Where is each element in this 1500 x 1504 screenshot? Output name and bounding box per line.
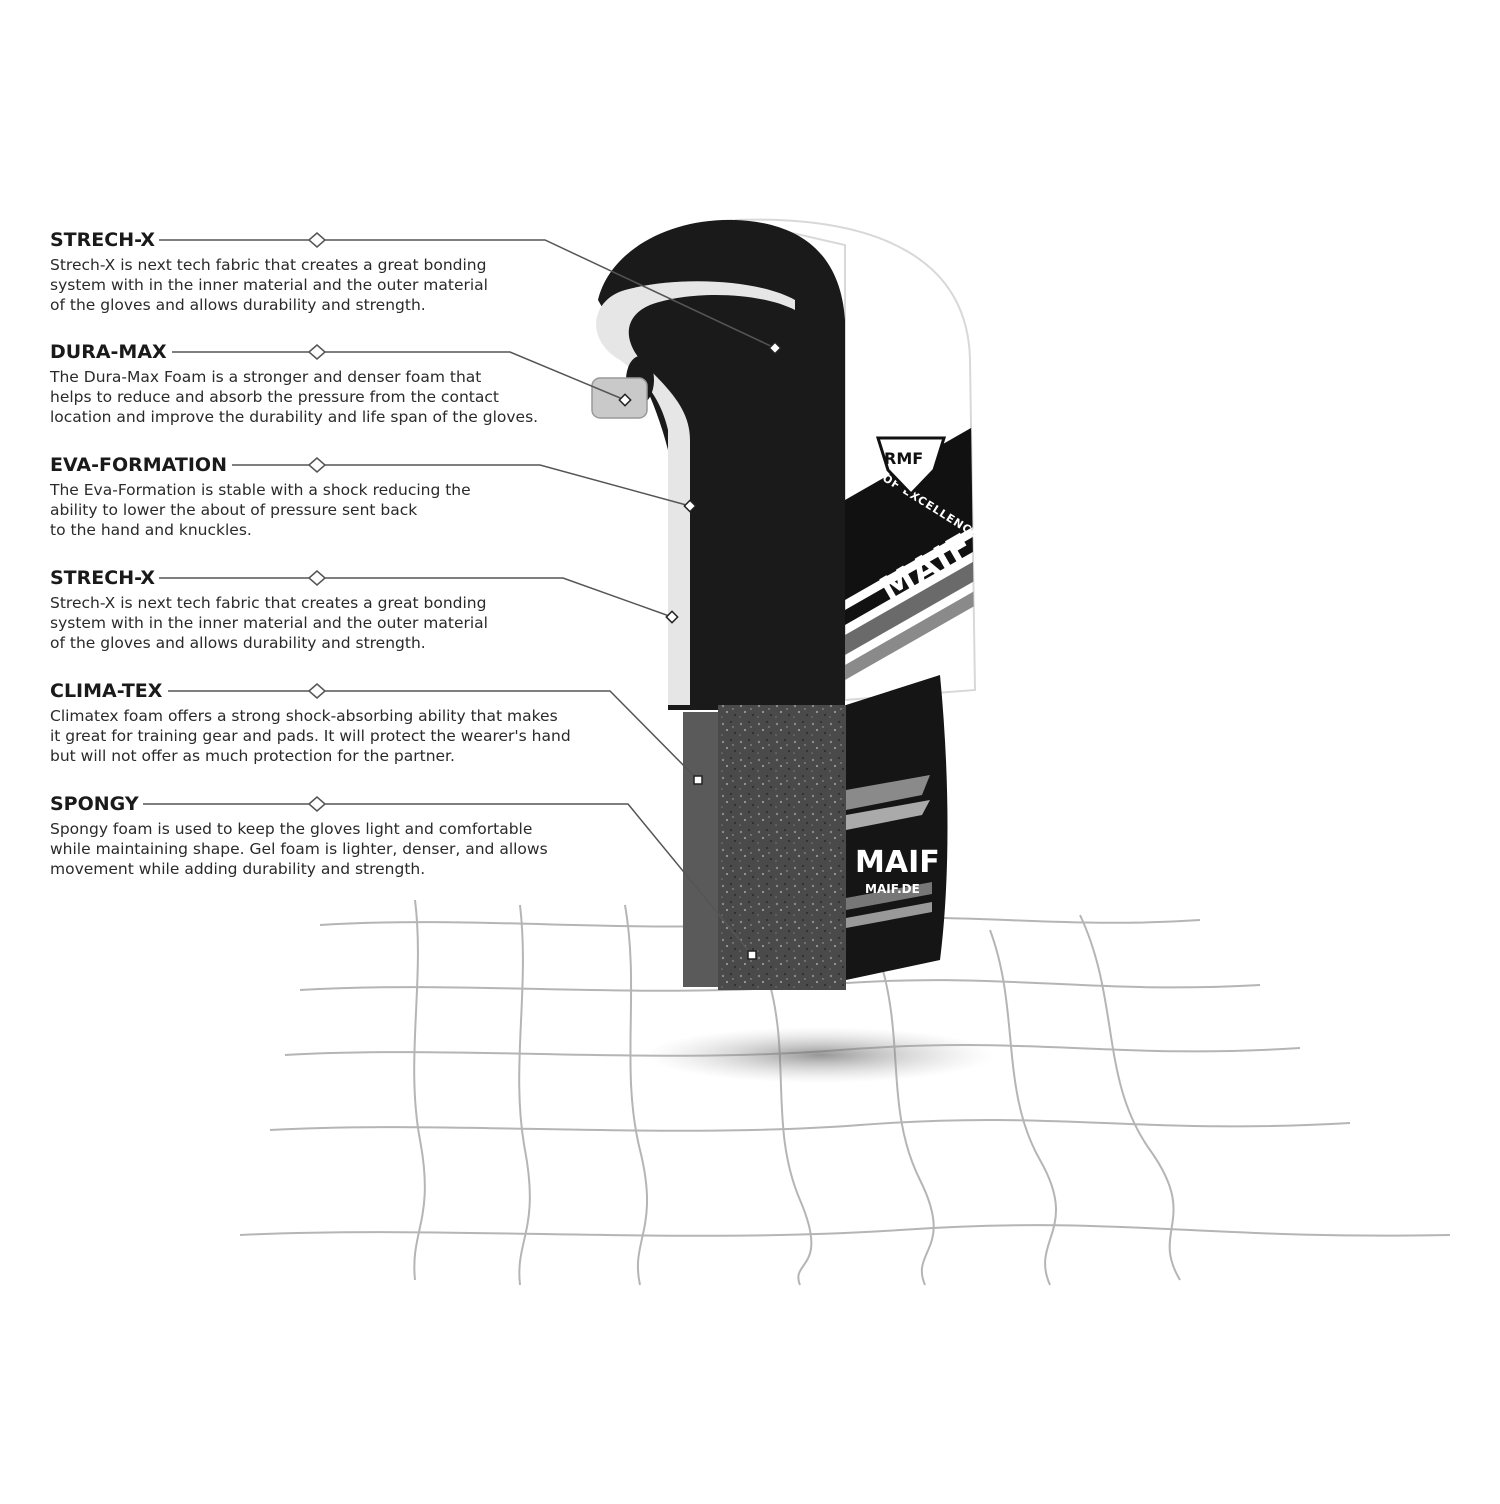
- callout-spongy: SPONGY Spongy foam is used to keep the g…: [50, 793, 610, 879]
- wrist-stretch-layer: [683, 712, 718, 987]
- wrist-strap: [846, 675, 948, 980]
- floor-grid: [239, 899, 1451, 1286]
- callout-title: STRECH-X: [50, 229, 160, 251]
- glove-foam-layer: [596, 281, 795, 705]
- callout-strech-x-inner: STRECH-X Strech-X is next tech fabric th…: [50, 567, 610, 653]
- callout-title: EVA-FORMATION: [50, 454, 231, 476]
- glove-shadow: [645, 1027, 995, 1083]
- callout-description: The Dura-Max Foam is a stronger and dens…: [50, 368, 539, 426]
- callout-strech-x-outer: STRECH-X Strech-X is next tech fabric th…: [50, 229, 610, 315]
- callout-clima-tex: CLIMA-TEX Climatex foam offers a strong …: [50, 680, 610, 766]
- callout-dura-max: DURA-MAX The Dura-Max Foam is a stronger…: [50, 341, 610, 427]
- callout-title: STRECH-X: [50, 567, 160, 589]
- callout-title: CLIMA-TEX: [50, 680, 167, 702]
- callout-eva-formation: EVA-FORMATION The Eva-Formation is stabl…: [50, 454, 610, 540]
- callout-description: Spongy foam is used to keep the gloves l…: [50, 820, 548, 878]
- callout-description: Strech-X is next tech fabric that create…: [50, 594, 488, 652]
- callout-title: DURA-MAX: [50, 341, 171, 363]
- leader-diamonds: [307, 232, 327, 812]
- strap-brand-text: MAIF: [855, 845, 940, 880]
- callout-description: Climatex foam offers a strong shock-abso…: [50, 707, 571, 765]
- shell-graphics: [845, 420, 975, 680]
- strap-website-text: MAIF.DE: [865, 882, 920, 896]
- logo-text: RMF: [884, 449, 923, 468]
- callout-description: Strech-X is next tech fabric that create…: [50, 256, 488, 314]
- strap-graphics: [846, 775, 932, 928]
- glove-black-layer: [598, 219, 845, 710]
- wrist-climatex-layer: [718, 705, 846, 990]
- callout-description: The Eva-Formation is stable with a shock…: [50, 481, 471, 539]
- logo-shield: RMF: [875, 436, 947, 497]
- callout-title: SPONGY: [50, 793, 143, 815]
- leader-endpoints: [618, 341, 782, 960]
